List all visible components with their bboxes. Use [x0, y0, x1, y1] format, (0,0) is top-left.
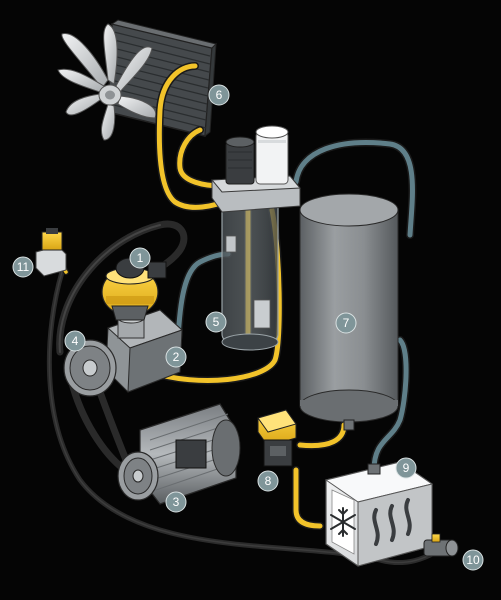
- label-4: 4: [64, 330, 86, 352]
- label-6: 6: [208, 84, 230, 106]
- label-3-text: 3: [173, 495, 180, 509]
- label-9: 9: [395, 457, 417, 479]
- drain-valve: [257, 409, 297, 467]
- separator-head: [210, 125, 302, 213]
- airend-pulley: [63, 339, 117, 397]
- label-10: 10: [462, 549, 484, 571]
- label-8-text: 8: [265, 474, 272, 488]
- label-11: 11: [12, 256, 34, 278]
- air-receiver-tank: [299, 193, 399, 431]
- label-5-text: 5: [213, 315, 220, 329]
- airend: [105, 309, 183, 393]
- label-10-text: 10: [466, 553, 480, 567]
- oil-separator: [221, 199, 279, 351]
- label-6-text: 6: [216, 88, 223, 102]
- electrical-cable: [46, 269, 443, 566]
- label-3: 3: [165, 491, 187, 513]
- label-1: 1: [129, 247, 151, 269]
- snowflake-icon: [330, 507, 356, 537]
- label-11-text: 11: [17, 260, 30, 274]
- label-7: 7: [335, 312, 357, 334]
- label-2: 2: [165, 346, 187, 368]
- electric-motor: [117, 403, 241, 505]
- label-4-text: 4: [72, 334, 79, 348]
- label-5: 5: [205, 311, 227, 333]
- outlet-valve: [423, 533, 459, 557]
- label-7-text: 7: [343, 316, 350, 330]
- solenoid-valve: [35, 228, 67, 277]
- intake-valve: [101, 257, 167, 321]
- label-1-text: 1: [137, 251, 144, 265]
- refrigerated-dryer: [324, 461, 434, 567]
- label-9-text: 9: [403, 461, 410, 475]
- air-lines: [174, 138, 417, 474]
- label-2-text: 2: [173, 350, 180, 364]
- cooling-fan: [57, 23, 157, 141]
- label-8: 8: [257, 470, 279, 492]
